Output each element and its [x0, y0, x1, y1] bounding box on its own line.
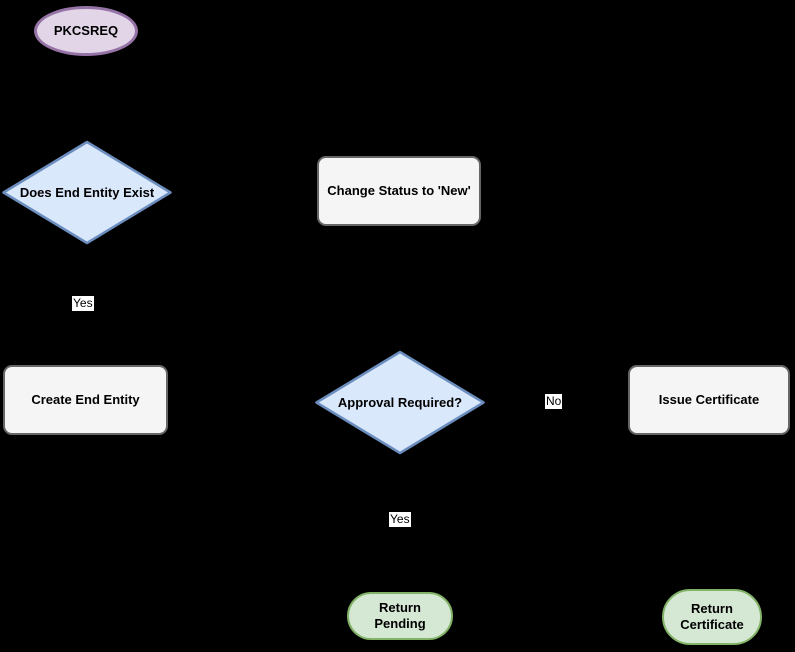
node-return-certificate: Return Certificate [662, 589, 762, 645]
node-return-pending-label: Return Pending [374, 600, 426, 631]
decision-diamond-shape [315, 350, 485, 455]
node-create-end-entity-label: Create End Entity [31, 392, 140, 408]
node-change-status-new: Change Status to 'New' [317, 156, 481, 226]
node-does-end-entity-exist: Does End Entity Exist [1, 140, 173, 245]
node-create-end-entity: Create End Entity [3, 365, 168, 435]
edge-label-yes-approval: Yes [389, 512, 411, 527]
node-change-status-new-label: Change Status to 'New' [327, 183, 471, 199]
node-pkcsreq-label: PKCSREQ [53, 23, 119, 39]
node-return-certificate-label: Return Certificate [680, 601, 744, 632]
node-does-end-entity-exist-label: Does End Entity Exist [19, 184, 155, 200]
node-approval-required-label: Approval Required? [337, 394, 463, 410]
edge-label-no-approval: No [545, 394, 563, 409]
edge-label-yes-exist: Yes [72, 296, 94, 311]
decision-diamond-shape [2, 140, 172, 245]
node-issue-certificate-label: Issue Certificate [658, 392, 760, 408]
node-return-pending: Return Pending [347, 592, 453, 640]
node-pkcsreq: PKCSREQ [34, 6, 138, 56]
node-issue-certificate: Issue Certificate [628, 365, 790, 435]
node-approval-required: Approval Required? [314, 350, 486, 455]
